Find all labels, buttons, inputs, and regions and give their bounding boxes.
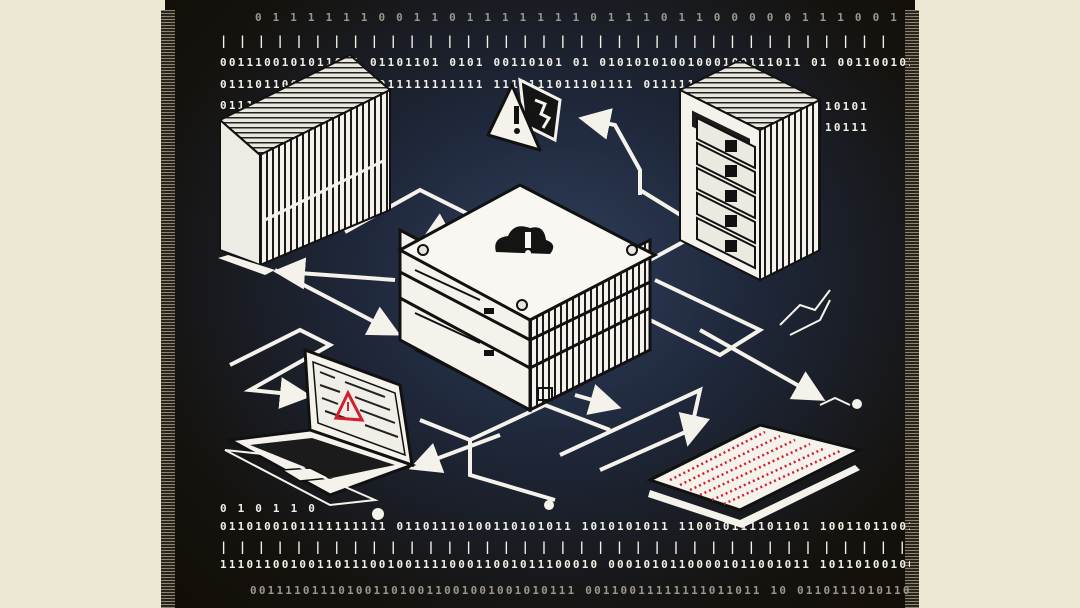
compromised-laptop <box>224 347 417 507</box>
left-shaded-edge <box>161 10 175 608</box>
cloud-alert-icon <box>495 226 554 256</box>
binary-row: | | | | | | | | | | | | | | | | | | | | … <box>220 34 900 48</box>
binary-row: 1110110010011011100100111100011001011100… <box>220 558 910 571</box>
binary-row: 10111 <box>825 121 870 134</box>
firewall-cabinet <box>218 53 392 275</box>
core-server-stack <box>396 183 659 413</box>
corrupted-data-sheet <box>646 423 865 528</box>
right-shaded-edge <box>905 10 919 608</box>
alert-warning-sign <box>486 77 562 152</box>
binary-row: 0011110111010011010011001001001010111 00… <box>250 584 910 597</box>
binary-row: 10101 <box>825 100 870 113</box>
binary-row: 0 1 1 1 1 1 1 0 0 1 1 0 1 1 1 1 1 1 1 0 … <box>255 11 905 24</box>
binary-row: 0 1 0 1 1 0 <box>220 502 318 515</box>
rack-server <box>677 58 823 282</box>
binary-row: | | | | | | | | | | | | | | | | | | | | … <box>220 540 910 554</box>
warning-triangle-icon <box>333 389 365 422</box>
